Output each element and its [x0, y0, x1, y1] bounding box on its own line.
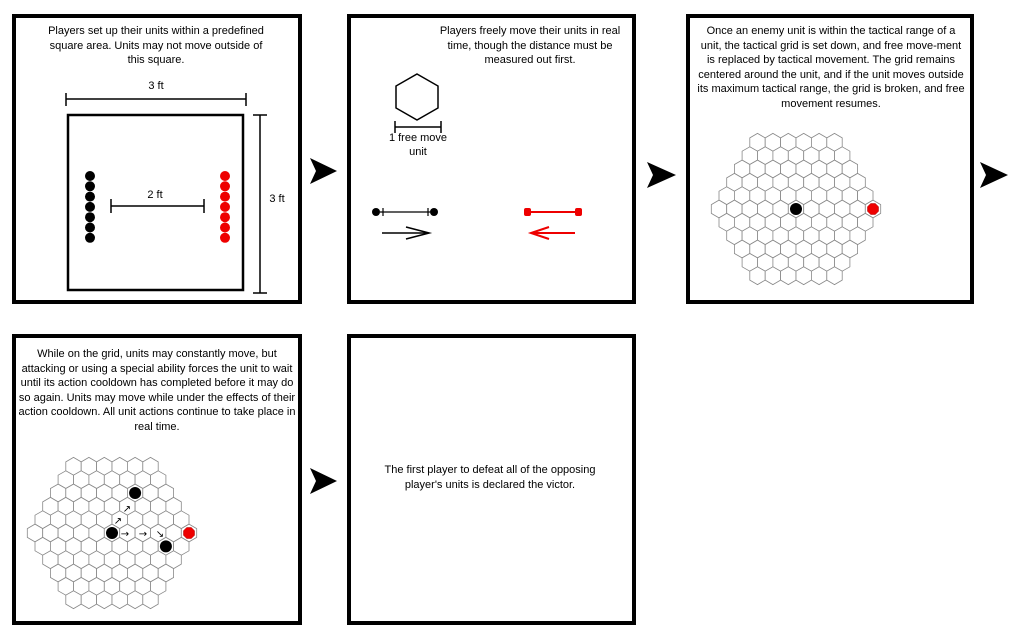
height-measure — [253, 114, 267, 294]
width-measure — [65, 93, 247, 106]
enemy-unit — [220, 212, 230, 223]
player-unit-move — [372, 208, 438, 216]
enemy-unit — [220, 181, 230, 192]
enemy-unit — [220, 171, 230, 181]
player-unit — [85, 181, 95, 192]
hex-cell — [65, 590, 82, 610]
player-unit — [85, 212, 95, 223]
hex-cell — [764, 266, 781, 286]
enemy-move-arrow-icon — [527, 226, 575, 240]
tactical-hex-grid — [710, 132, 882, 286]
setup-square — [66, 113, 245, 292]
player-unit — [85, 191, 95, 202]
move-up-right-arrow-icon: ↗ — [123, 504, 131, 515]
move-right-arrow-icon: → — [121, 529, 129, 540]
setup-units — [85, 171, 230, 243]
move-down-right-arrow-icon: ↘ — [156, 529, 164, 540]
player-unit — [85, 171, 95, 181]
panel-free-movement — [347, 14, 636, 304]
move-up-right-arrow-icon: ↗ — [114, 516, 122, 527]
hex-cell — [80, 590, 97, 610]
hex-cell — [811, 266, 828, 286]
player-unit — [85, 201, 95, 212]
hex-cell — [127, 590, 144, 610]
height-label: 3 ft — [269, 193, 285, 205]
hex-label-line1: 1 free move — [388, 132, 448, 144]
enemy-unit — [220, 222, 230, 233]
enemy-unit — [867, 203, 879, 215]
hex-cell — [142, 590, 159, 610]
player-unit — [106, 527, 118, 539]
flow-arrow-icon — [980, 162, 1008, 188]
gap-label: 2 ft — [147, 189, 163, 201]
width-label: 3 ft — [148, 80, 164, 92]
hex-cell — [780, 266, 797, 286]
flow-arrow-icon — [647, 162, 676, 188]
setup-description: Players set up their units within a pred… — [48, 25, 264, 66]
free-move-measure — [394, 121, 442, 133]
player-unit — [85, 232, 95, 243]
gap-measure — [110, 199, 205, 213]
movement-arrows: → → ↘ ↗ ↗ — [114, 504, 164, 540]
panel-victory — [347, 334, 636, 625]
move-right-arrow-icon: → — [139, 529, 147, 540]
victory-description: The first player to defeat all of the op… — [384, 464, 596, 491]
player-unit — [129, 486, 142, 499]
hex-label-line2: unit — [409, 146, 427, 158]
flow-arrow-icon — [310, 158, 337, 184]
enemy-unit — [220, 232, 230, 243]
hex-cell — [111, 590, 128, 610]
free-move-hex-icon — [395, 73, 439, 121]
free-movement-description: Players freely move their units in real … — [439, 25, 621, 66]
hex-cell — [96, 590, 113, 610]
enemy-unit — [183, 527, 195, 539]
enemy-unit — [220, 191, 230, 202]
hex-cell — [795, 266, 812, 286]
enemy-unit — [220, 201, 230, 212]
enemy-unit-move — [524, 208, 582, 216]
hex-cell — [826, 266, 843, 286]
hex-cell — [749, 266, 766, 286]
player-unit — [790, 203, 802, 215]
player-move-arrow-icon — [382, 226, 433, 240]
panel-setup — [12, 14, 302, 304]
player-unit — [85, 222, 95, 233]
flow-arrow-icon — [310, 468, 337, 494]
tactical-grid-description: Once an enemy unit is within the tactica… — [697, 25, 965, 110]
player-unit — [159, 540, 172, 553]
cooldown-description: While on the grid, units may constantly … — [18, 348, 296, 433]
cooldown-hex-grid — [26, 456, 198, 610]
